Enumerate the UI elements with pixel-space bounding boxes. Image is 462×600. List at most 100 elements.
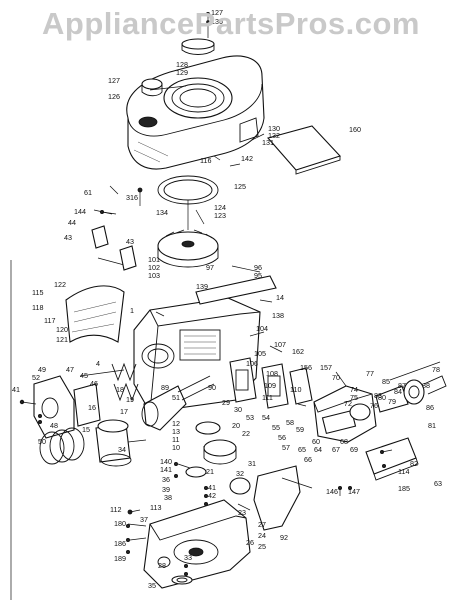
callout-127-top: 127 <box>211 8 223 17</box>
callout-17: 17 <box>120 407 128 416</box>
callout-54: 54 <box>262 413 270 422</box>
callout-103: 103 <box>148 271 160 280</box>
callout-76: 76 <box>370 401 378 410</box>
piston <box>95 419 147 467</box>
valve-spring-stack <box>79 362 139 402</box>
callout-67: 67 <box>332 445 340 454</box>
callout-109: 109 <box>264 381 276 390</box>
callout-107: 107 <box>274 340 286 349</box>
callout-75: 75 <box>350 393 358 402</box>
callout-31: 31 <box>248 459 256 468</box>
callout-78: 78 <box>432 365 440 374</box>
callout-33: 33 <box>184 553 192 562</box>
callout-92: 92 <box>280 533 288 542</box>
muffler-shield <box>65 285 125 343</box>
shaft-seal-bottom <box>171 575 193 585</box>
crankshaft <box>141 375 215 431</box>
callout-43b: 43 <box>126 237 134 246</box>
crankcase-cover <box>143 499 251 589</box>
callout-77: 77 <box>366 369 374 378</box>
callout-131: 131 <box>262 138 274 147</box>
callout-49: 49 <box>38 365 46 374</box>
callout-44: 44 <box>68 218 76 227</box>
callout-128: 128 <box>176 60 188 69</box>
leader-lines <box>93 85 347 541</box>
callout-60: 60 <box>312 437 320 446</box>
callout-19: 19 <box>126 395 134 404</box>
callout-36: 36 <box>162 475 170 484</box>
callout-80: 80 <box>378 393 386 402</box>
callout-27: 27 <box>258 520 266 529</box>
callout-111: 111 <box>262 393 273 402</box>
callout-112: 112 <box>110 505 121 514</box>
callout-1: 1 <box>130 306 134 315</box>
callout-140: 140 <box>160 457 172 466</box>
callout-141: 141 <box>160 465 172 474</box>
callout-130-top: 130 <box>211 17 223 26</box>
callout-129: 129 <box>176 68 188 77</box>
callout-85: 85 <box>382 377 390 386</box>
callout-102: 102 <box>148 263 160 272</box>
callout-115: 115 <box>32 288 43 297</box>
callout-127: 127 <box>108 76 120 85</box>
screen-cap-128 <box>181 11 215 55</box>
fuel-bowl <box>365 437 419 481</box>
callout-114: 114 <box>398 467 409 476</box>
callout-108: 108 <box>266 369 278 378</box>
callout-96: 96 <box>254 263 262 272</box>
callout-21: 21 <box>206 467 214 476</box>
callout-105: 105 <box>254 349 266 358</box>
callout-35: 35 <box>148 581 156 590</box>
callout-116: 116 <box>200 156 211 165</box>
callout-316: 316 <box>126 193 138 202</box>
callout-113: 113 <box>150 503 161 512</box>
callout-157: 157 <box>320 363 332 372</box>
callout-34: 34 <box>118 445 126 454</box>
callout-123: 123 <box>214 211 226 220</box>
callout-162: 162 <box>292 347 304 356</box>
callout-185: 185 <box>398 484 410 493</box>
callout-87: 87 <box>398 381 406 390</box>
callout-139: 139 <box>196 282 208 291</box>
flywheel <box>157 200 219 268</box>
callout-147: 147 <box>348 487 360 496</box>
callout-142: 142 <box>241 154 253 163</box>
callout-4: 4 <box>96 359 100 368</box>
callout-138: 138 <box>272 311 284 320</box>
callout-121: 121 <box>56 335 68 344</box>
callout-66: 66 <box>304 455 312 464</box>
piston-rings <box>39 427 85 465</box>
callout-86: 86 <box>426 403 434 412</box>
callout-18: 18 <box>116 385 124 394</box>
callout-37: 37 <box>140 515 148 524</box>
callout-50: 50 <box>38 437 46 446</box>
callout-134: 134 <box>156 208 168 217</box>
callout-186: 186 <box>114 539 126 548</box>
callout-101: 101 <box>148 255 160 264</box>
callout-189: 189 <box>114 554 126 563</box>
cylinder-block <box>133 297 261 413</box>
callout-144: 144 <box>74 207 86 216</box>
callout-120: 120 <box>56 325 68 334</box>
callout-156: 156 <box>300 363 312 372</box>
callout-63: 63 <box>434 479 442 488</box>
callout-132: 132 <box>268 131 280 140</box>
callout-69: 69 <box>350 445 358 454</box>
callout-30: 30 <box>234 405 242 414</box>
callout-81: 81 <box>428 421 436 430</box>
callout-124: 124 <box>214 203 226 212</box>
callout-47: 47 <box>66 365 74 374</box>
callout-97: 97 <box>206 263 214 272</box>
callout-118: 118 <box>32 303 43 312</box>
callout-13: 13 <box>172 427 180 436</box>
callout-26: 26 <box>246 538 254 547</box>
callout-126: 126 <box>108 92 120 101</box>
callout-32: 32 <box>236 469 244 478</box>
callout-117: 117 <box>44 316 55 325</box>
callout-89: 89 <box>161 383 169 392</box>
fasteners <box>19 187 393 577</box>
center-gears <box>185 421 237 478</box>
callout-61: 61 <box>84 188 92 197</box>
exhaust-cover <box>33 375 101 439</box>
